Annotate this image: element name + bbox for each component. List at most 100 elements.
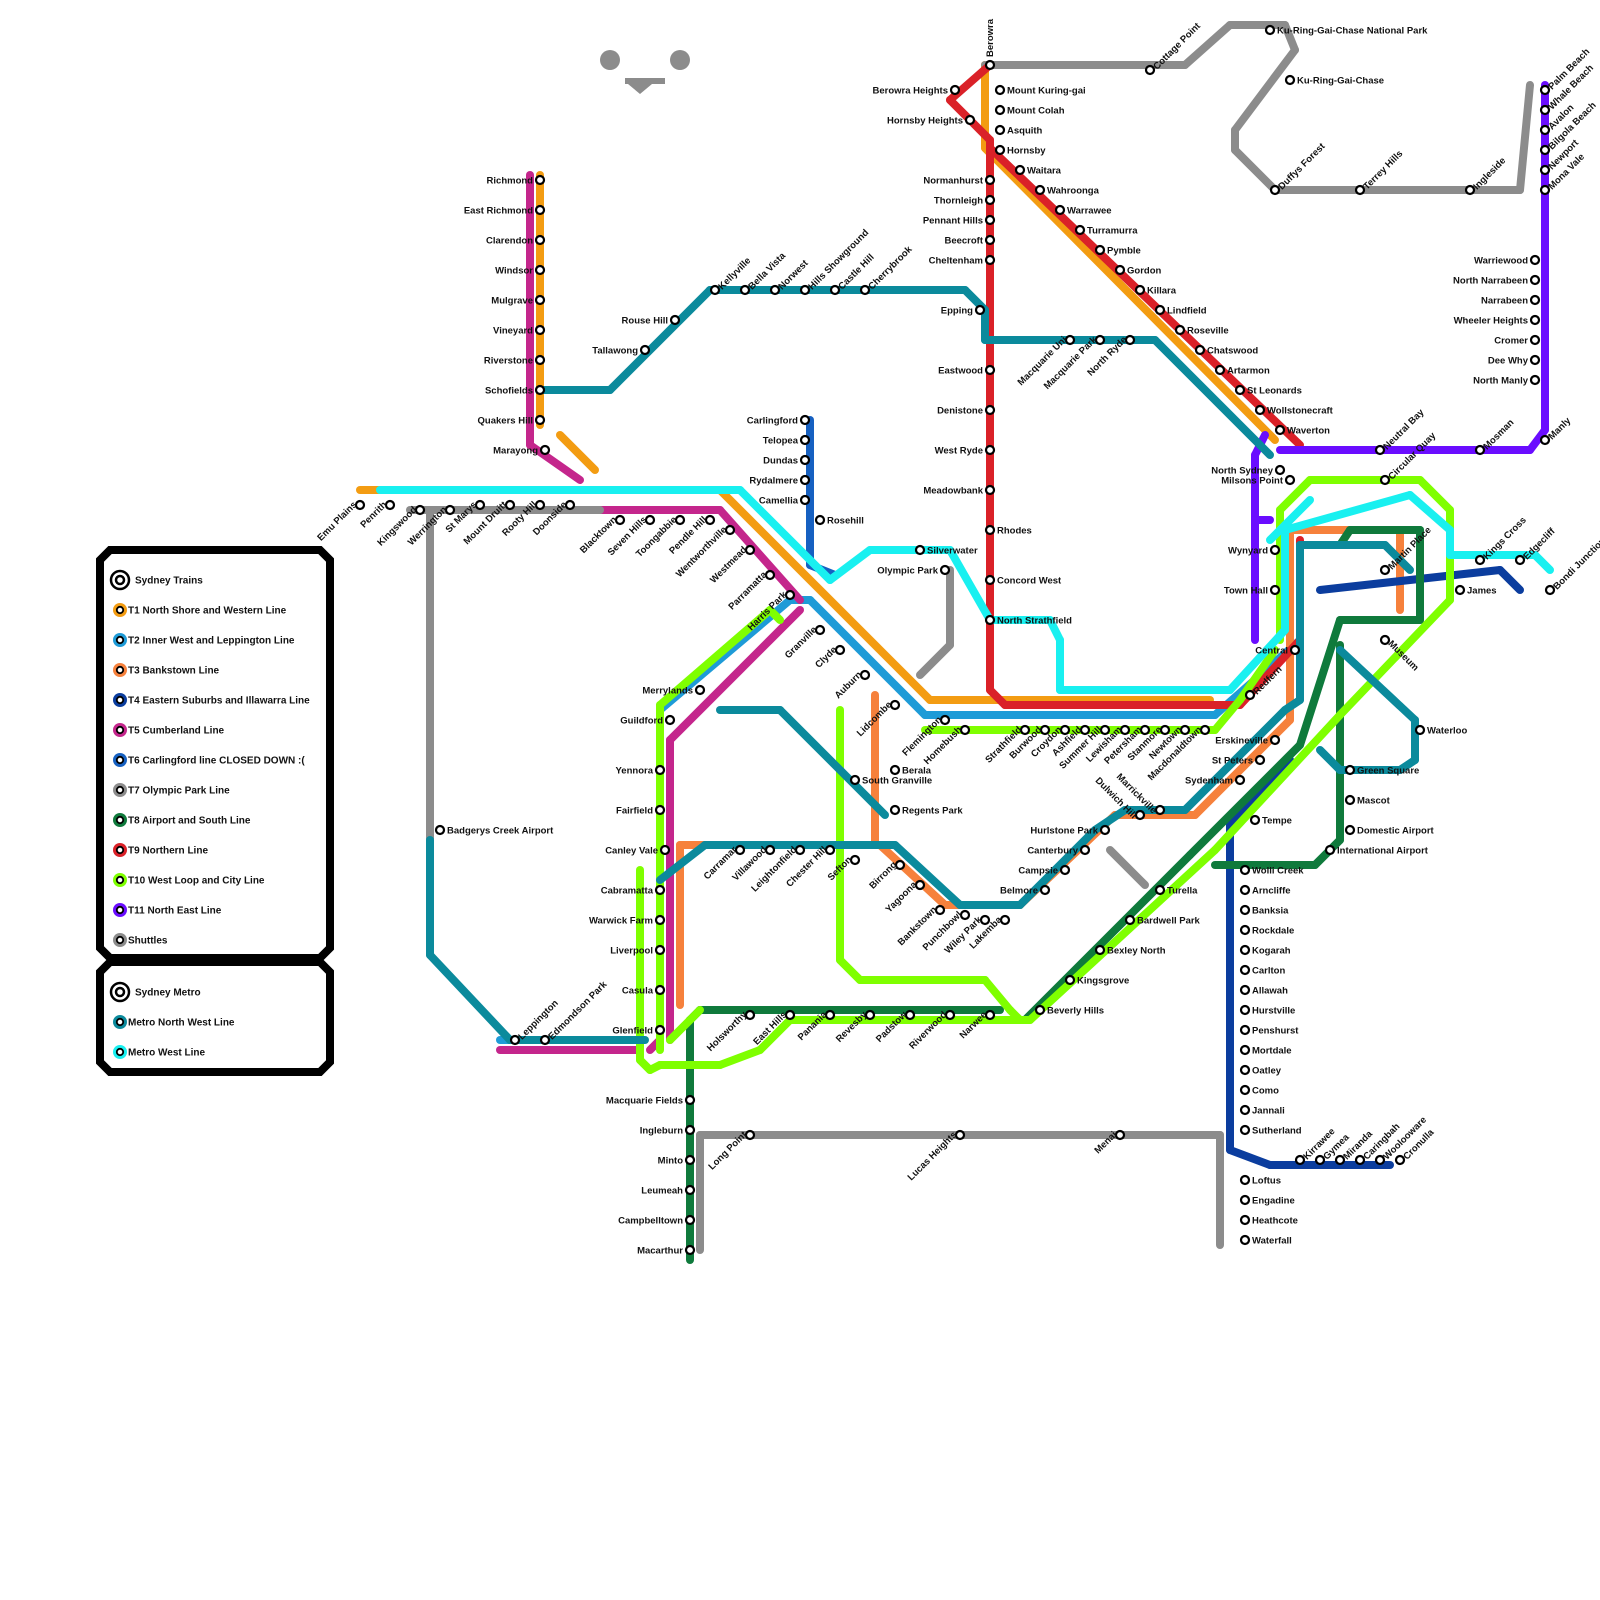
station-marker[interactable] — [986, 256, 994, 264]
station-marker[interactable] — [656, 1026, 664, 1034]
station-asquith[interactable]: Asquith — [996, 126, 1043, 137]
station-mount-kuring-gai[interactable]: Mount Kuring-gai — [996, 86, 1086, 97]
station-marker[interactable] — [1081, 846, 1089, 854]
station-clarendon[interactable]: Clarendon — [486, 236, 544, 247]
station-marker[interactable] — [536, 326, 544, 334]
station-east-richmond[interactable]: East Richmond — [464, 206, 544, 217]
station-marker[interactable] — [1256, 756, 1264, 764]
station-marker[interactable] — [686, 1246, 694, 1254]
station-marker[interactable] — [536, 206, 544, 214]
station-marker[interactable] — [686, 1186, 694, 1194]
station-marker[interactable] — [986, 366, 994, 374]
station-marker[interactable] — [1241, 1046, 1249, 1054]
station-marker[interactable] — [986, 526, 994, 534]
station-allawah[interactable]: Allawah — [1241, 986, 1288, 997]
station-marker[interactable] — [816, 516, 824, 524]
station-marker[interactable] — [686, 1216, 694, 1224]
station-marker[interactable] — [656, 916, 664, 924]
station-marker[interactable] — [1251, 816, 1259, 824]
station-marker[interactable] — [986, 236, 994, 244]
station-epping[interactable]: Epping — [941, 306, 984, 317]
station-marker[interactable] — [996, 106, 1004, 114]
station-cabramatta[interactable]: Cabramatta — [601, 886, 664, 897]
station-marker[interactable] — [1241, 866, 1249, 874]
station-marker[interactable] — [1286, 76, 1294, 84]
station-eastwood[interactable]: Eastwood — [938, 366, 994, 377]
station-narwee[interactable]: Narwee — [958, 1009, 994, 1041]
station-marker[interactable] — [1036, 186, 1044, 194]
station-hurlstone-park[interactable]: Hurlstone Park — [1030, 826, 1109, 837]
station-narrabeen[interactable]: Narrabeen — [1481, 296, 1539, 307]
station-marker[interactable] — [1531, 276, 1539, 284]
station-mascot[interactable]: Mascot — [1346, 796, 1391, 807]
station-regents-park[interactable]: Regents Park — [891, 806, 963, 817]
station-marker[interactable] — [1291, 646, 1299, 654]
station-green-square[interactable]: Green Square — [1346, 766, 1419, 777]
station-marker[interactable] — [1266, 26, 1274, 34]
station-marker[interactable] — [986, 616, 994, 624]
station-belmore[interactable]: Belmore — [1000, 886, 1049, 897]
station-north-manly[interactable]: North Manly — [1473, 376, 1539, 387]
station-arncliffe[interactable]: Arncliffe — [1241, 886, 1291, 897]
station-marker[interactable] — [986, 196, 994, 204]
station-hurstville[interactable]: Hurstville — [1241, 1006, 1295, 1017]
station-rydalmere[interactable]: Rydalmere — [749, 476, 809, 487]
station-south-granville[interactable]: South Granville — [851, 776, 932, 787]
station-marker[interactable] — [661, 846, 669, 854]
station-marker[interactable] — [1276, 426, 1284, 434]
station-marker[interactable] — [1241, 1236, 1249, 1244]
station-penshurst[interactable]: Penshurst — [1241, 1026, 1299, 1037]
station-banksia[interactable]: Banksia — [1241, 906, 1289, 917]
station-normanhurst[interactable]: Normanhurst — [923, 176, 994, 187]
station-duffys-forest[interactable]: Duffys Forest — [1271, 141, 1328, 194]
station-marker[interactable] — [1076, 226, 1084, 234]
station-olympic-park[interactable]: Olympic Park — [877, 566, 949, 577]
station-como[interactable]: Como — [1241, 1086, 1279, 1097]
station-north-narrabeen[interactable]: North Narrabeen — [1453, 276, 1539, 287]
station-marker[interactable] — [696, 686, 704, 694]
station-revesby[interactable]: Revesby — [834, 1009, 874, 1045]
station-marker[interactable] — [536, 176, 544, 184]
station-marker[interactable] — [671, 316, 679, 324]
station-marker[interactable] — [1136, 286, 1144, 294]
station-marker[interactable] — [801, 416, 809, 424]
station-marker[interactable] — [1236, 776, 1244, 784]
station-marker[interactable] — [1241, 1086, 1249, 1094]
station-ingleburn[interactable]: Ingleburn — [640, 1126, 694, 1137]
station-marker[interactable] — [1056, 206, 1064, 214]
station-marker[interactable] — [986, 61, 994, 69]
station-sutherland[interactable]: Sutherland — [1241, 1126, 1302, 1137]
station-engadine[interactable]: Engadine — [1241, 1196, 1295, 1207]
station-marker[interactable] — [656, 946, 664, 954]
station-pennant-hills[interactable]: Pennant Hills — [923, 216, 994, 227]
station-marker[interactable] — [1156, 886, 1164, 894]
station-marker[interactable] — [536, 296, 544, 304]
station-marker[interactable] — [1456, 586, 1464, 594]
station-marker[interactable] — [686, 1096, 694, 1104]
station-marker[interactable] — [1241, 1006, 1249, 1014]
station-merrylands[interactable]: Merrylands — [642, 686, 704, 697]
station-marker[interactable] — [1241, 1216, 1249, 1224]
station-marker[interactable] — [1271, 586, 1279, 594]
station-marker[interactable] — [1066, 976, 1074, 984]
station-liverpool[interactable]: Liverpool — [610, 946, 664, 957]
station-marker[interactable] — [986, 486, 994, 494]
station-marker[interactable] — [951, 86, 959, 94]
station-birrong[interactable]: Birrong — [867, 859, 904, 891]
station-guildford[interactable]: Guildford — [620, 716, 674, 727]
station-marker[interactable] — [1276, 466, 1284, 474]
station-marker[interactable] — [1156, 306, 1164, 314]
station-marker[interactable] — [1241, 926, 1249, 934]
station-marker[interactable] — [996, 126, 1004, 134]
station-marker[interactable] — [891, 806, 899, 814]
station-marker[interactable] — [1241, 906, 1249, 914]
station-loftus[interactable]: Loftus — [1241, 1176, 1281, 1187]
station-marker[interactable] — [801, 456, 809, 464]
station-quakers-hill[interactable]: Quakers Hill — [478, 416, 544, 427]
station-marker[interactable] — [891, 766, 899, 774]
station-marker[interactable] — [801, 476, 809, 484]
station-marker[interactable] — [941, 566, 949, 574]
station-mortdale[interactable]: Mortdale — [1241, 1046, 1292, 1057]
station-domestic-airport[interactable]: Domestic Airport — [1346, 826, 1435, 837]
station-minto[interactable]: Minto — [658, 1156, 694, 1167]
